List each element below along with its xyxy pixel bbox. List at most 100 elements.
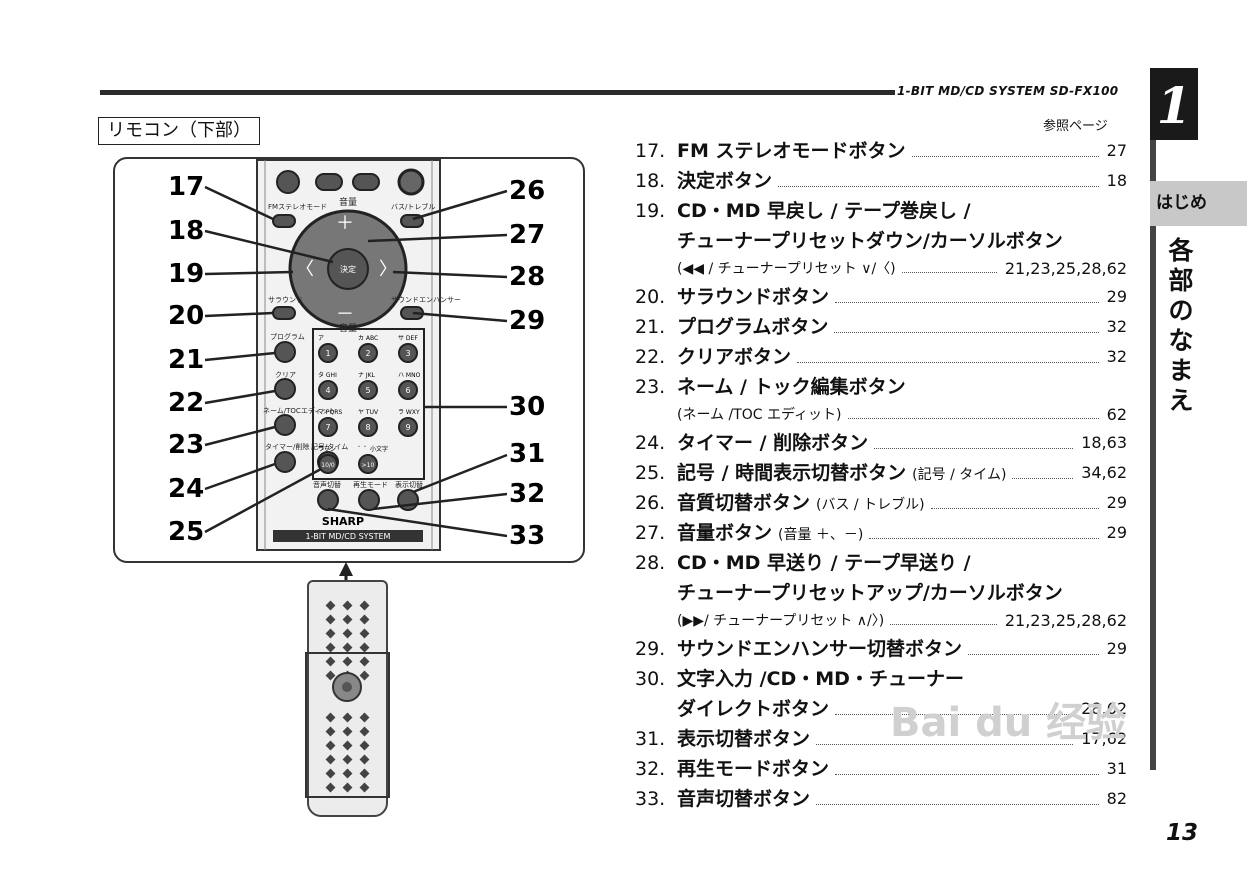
list-item: 27.音量ボタン(音量 ＋、－)29	[635, 518, 1127, 548]
audio-switch-button	[317, 489, 339, 511]
item-number: 22.	[635, 346, 666, 368]
keypad-label: ゛゜小文字	[358, 445, 388, 453]
keypad-label: ワヲン	[318, 446, 336, 453]
symbol-label: 記号/タイム	[311, 442, 348, 451]
item-note: (▶▶/ チューナープリセット ∧/〉)	[677, 613, 885, 629]
item-label: サラウンドボタン	[677, 286, 830, 308]
list-item: (ネーム /TOC エディット)62	[635, 402, 1127, 428]
item-label: 決定ボタン	[677, 170, 773, 192]
item-page-ref: 17,62	[1077, 724, 1127, 754]
item-page-ref: 82	[1102, 784, 1127, 814]
item-page-ref: 29	[1102, 282, 1127, 312]
vertical-char: え	[1168, 386, 1194, 415]
volume-bottom-label: 音量	[339, 322, 357, 334]
keypad-button	[358, 417, 378, 437]
dot-leader	[931, 508, 1099, 509]
play-mode-button	[358, 489, 380, 511]
list-item: (◀◀ / チューナープリセット ∨/〈)21,23,25,28,62	[635, 256, 1127, 282]
mini-button	[325, 768, 336, 779]
keypad-label: ハ MNO	[398, 372, 421, 379]
list-item: 30.文字入力 /CD・MD・チューナー	[635, 664, 1127, 694]
item-label: 音量ボタン	[677, 522, 773, 544]
keypad-label: ナ JKL	[358, 372, 376, 379]
svg-text:－: －	[336, 304, 354, 325]
callout-number: 17	[168, 172, 204, 202]
model-band	[273, 530, 423, 542]
keypad-label: マ PQRS	[318, 409, 342, 416]
list-item: 28.CD・MD 早送り / テープ早送り /	[635, 548, 1127, 578]
item-number: 25.	[635, 462, 666, 484]
header-rule	[100, 90, 895, 95]
watermark: Bai du 经验	[890, 700, 1127, 746]
timer-button	[274, 451, 296, 473]
item-label: 音質切替ボタン	[677, 492, 811, 514]
item-note: (記号 / タイム)	[912, 467, 1007, 483]
dot-leader	[834, 332, 1099, 333]
display-label: 表示切替	[395, 480, 423, 489]
remote-top-button	[276, 170, 300, 194]
keypad-label: サ DEF	[398, 335, 418, 342]
program-button	[274, 341, 296, 363]
item-number: 29.	[635, 638, 666, 660]
item-note: (ネーム /TOC エディット)	[677, 407, 842, 423]
program-label: プログラム	[270, 332, 305, 341]
mini-button	[325, 754, 336, 765]
keypad-button	[398, 343, 418, 363]
mini-button	[359, 712, 370, 723]
item-page-ref: 29	[1102, 488, 1127, 518]
callout-number: 29	[509, 306, 545, 336]
item-label: ネーム / トック編集ボタン	[677, 376, 906, 398]
volume-top-label: 音量	[339, 196, 357, 208]
mini-button	[325, 656, 336, 667]
mini-button	[342, 628, 353, 639]
mini-button	[325, 670, 336, 681]
list-item: (▶▶/ チューナープリセット ∧/〉) 21,23,25,28,62	[635, 608, 1127, 634]
dot-leader	[778, 186, 1099, 187]
item-number: 21.	[635, 316, 666, 338]
list-item: 23. ネーム / トック編集ボタン	[635, 372, 1127, 402]
item-label: CD・MD 早戻し / テープ巻戻し /	[677, 200, 971, 222]
chapter-number: 1	[1156, 76, 1192, 135]
list-item: チューナープリセットアップ/カーソルボタン	[635, 578, 1127, 608]
item-page-ref: 21,23,25,28,62	[1000, 256, 1127, 282]
page-number: 13	[1166, 820, 1199, 846]
keypad-button	[358, 454, 378, 474]
mini-button	[325, 712, 336, 723]
vertical-heading: 各 部 の な ま え	[1166, 236, 1196, 416]
callout-number: 32	[509, 479, 545, 509]
mini-button	[359, 600, 370, 611]
enhancer-label: サウンドエンハンサー	[391, 296, 461, 304]
keypad-button	[358, 380, 378, 400]
mini-button	[342, 642, 353, 653]
item-note: (バス / トレブル)	[816, 497, 925, 513]
mini-button	[359, 628, 370, 639]
item-number: 23.	[635, 376, 666, 398]
vertical-char: ま	[1168, 356, 1194, 385]
keypad-key: 3	[405, 349, 410, 358]
tab-hajime[interactable]: はじめ	[1150, 181, 1247, 226]
keypad-key: 5	[365, 386, 370, 395]
keypad-button	[398, 417, 418, 437]
callout-number: 28	[509, 262, 545, 292]
item-page-ref: 32	[1102, 342, 1127, 372]
callout-number: 19	[168, 259, 204, 289]
dot-leader	[797, 362, 1099, 363]
item-label: タイマー / 削除ボタン	[677, 432, 869, 454]
mini-button	[342, 600, 353, 611]
model-label: 1-BIT MD/CD SYSTEM	[306, 532, 391, 541]
item-page-ref: 21,23,25,28,62	[1000, 608, 1127, 634]
mini-button	[359, 768, 370, 779]
item-number: 19.	[635, 200, 666, 222]
item-number: 20.	[635, 286, 666, 308]
keypad-label: ア	[318, 335, 324, 342]
mini-button	[359, 754, 370, 765]
mini-button	[342, 768, 353, 779]
audio-label: 音声切替	[313, 480, 341, 489]
remote-overview-buttons	[325, 600, 370, 793]
vertical-char: な	[1168, 326, 1194, 355]
svg-text:〈: 〈	[296, 259, 314, 280]
